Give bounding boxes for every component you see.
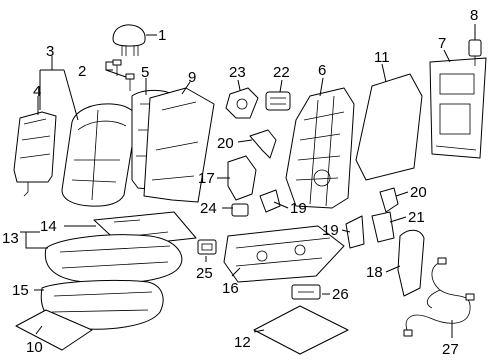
seatback-panel <box>13 111 57 197</box>
callout-23: 23 <box>229 64 246 81</box>
callout-10: 10 <box>26 339 43 356</box>
callout-26: 26 <box>332 286 349 303</box>
headrest <box>112 24 146 56</box>
callout-20-right: 20 <box>410 184 427 201</box>
seat-frame <box>285 87 355 209</box>
callout-24: 24 <box>200 200 217 217</box>
callout-3: 3 <box>46 43 54 60</box>
callout-9: 9 <box>188 69 196 86</box>
trim-bracket-right <box>379 187 399 213</box>
headrest-guides <box>112 59 135 91</box>
seat-mat <box>15 309 93 351</box>
callout-19-right: 19 <box>322 222 339 239</box>
seat-track <box>223 225 345 283</box>
callout-2: 2 <box>78 63 86 80</box>
callout-21: 21 <box>408 209 425 226</box>
callout-4: 4 <box>33 83 41 100</box>
callout-27: 27 <box>442 341 459 358</box>
side-cover <box>227 155 257 201</box>
connector <box>197 239 217 255</box>
cushion <box>44 234 183 284</box>
recliner-bracket <box>225 87 259 119</box>
callout-labels: 1 2 3 4 5 9 23 22 6 11 7 8 20 17 24 19 2… <box>2 7 478 358</box>
latch <box>468 39 482 66</box>
hinge-panel <box>429 57 487 159</box>
callout-17: 17 <box>198 170 215 187</box>
callout-20-upper: 20 <box>217 135 234 152</box>
callout-7: 7 <box>438 35 446 52</box>
callout-16: 16 <box>222 280 239 297</box>
trim-cover <box>397 229 425 297</box>
callout-13: 13 <box>2 230 19 247</box>
callout-14: 14 <box>40 218 57 235</box>
leader-lines <box>20 24 476 338</box>
callout-11: 11 <box>374 49 390 66</box>
callout-12: 12 <box>234 334 251 351</box>
callout-8: 8 <box>470 7 478 24</box>
callout-25: 25 <box>196 265 213 282</box>
callout-15: 15 <box>12 282 29 299</box>
trim-clip-middle <box>259 189 281 213</box>
floor-pad <box>253 305 349 355</box>
sensor <box>291 284 321 300</box>
back-board <box>355 73 423 181</box>
callout-5: 5 <box>141 64 149 81</box>
trim-clip-right <box>345 215 365 249</box>
callout-22: 22 <box>273 64 290 81</box>
callout-18: 18 <box>366 264 383 281</box>
callout-1: 1 <box>158 27 166 44</box>
latch-cover <box>371 211 395 243</box>
callout-6: 6 <box>318 62 326 79</box>
switch <box>231 203 249 217</box>
seatback-cover <box>61 103 137 207</box>
callout-19-middle: 19 <box>290 200 307 217</box>
wire-harness <box>403 257 475 337</box>
trim-bracket-upper <box>249 129 277 159</box>
lumbar-motor <box>265 91 291 111</box>
